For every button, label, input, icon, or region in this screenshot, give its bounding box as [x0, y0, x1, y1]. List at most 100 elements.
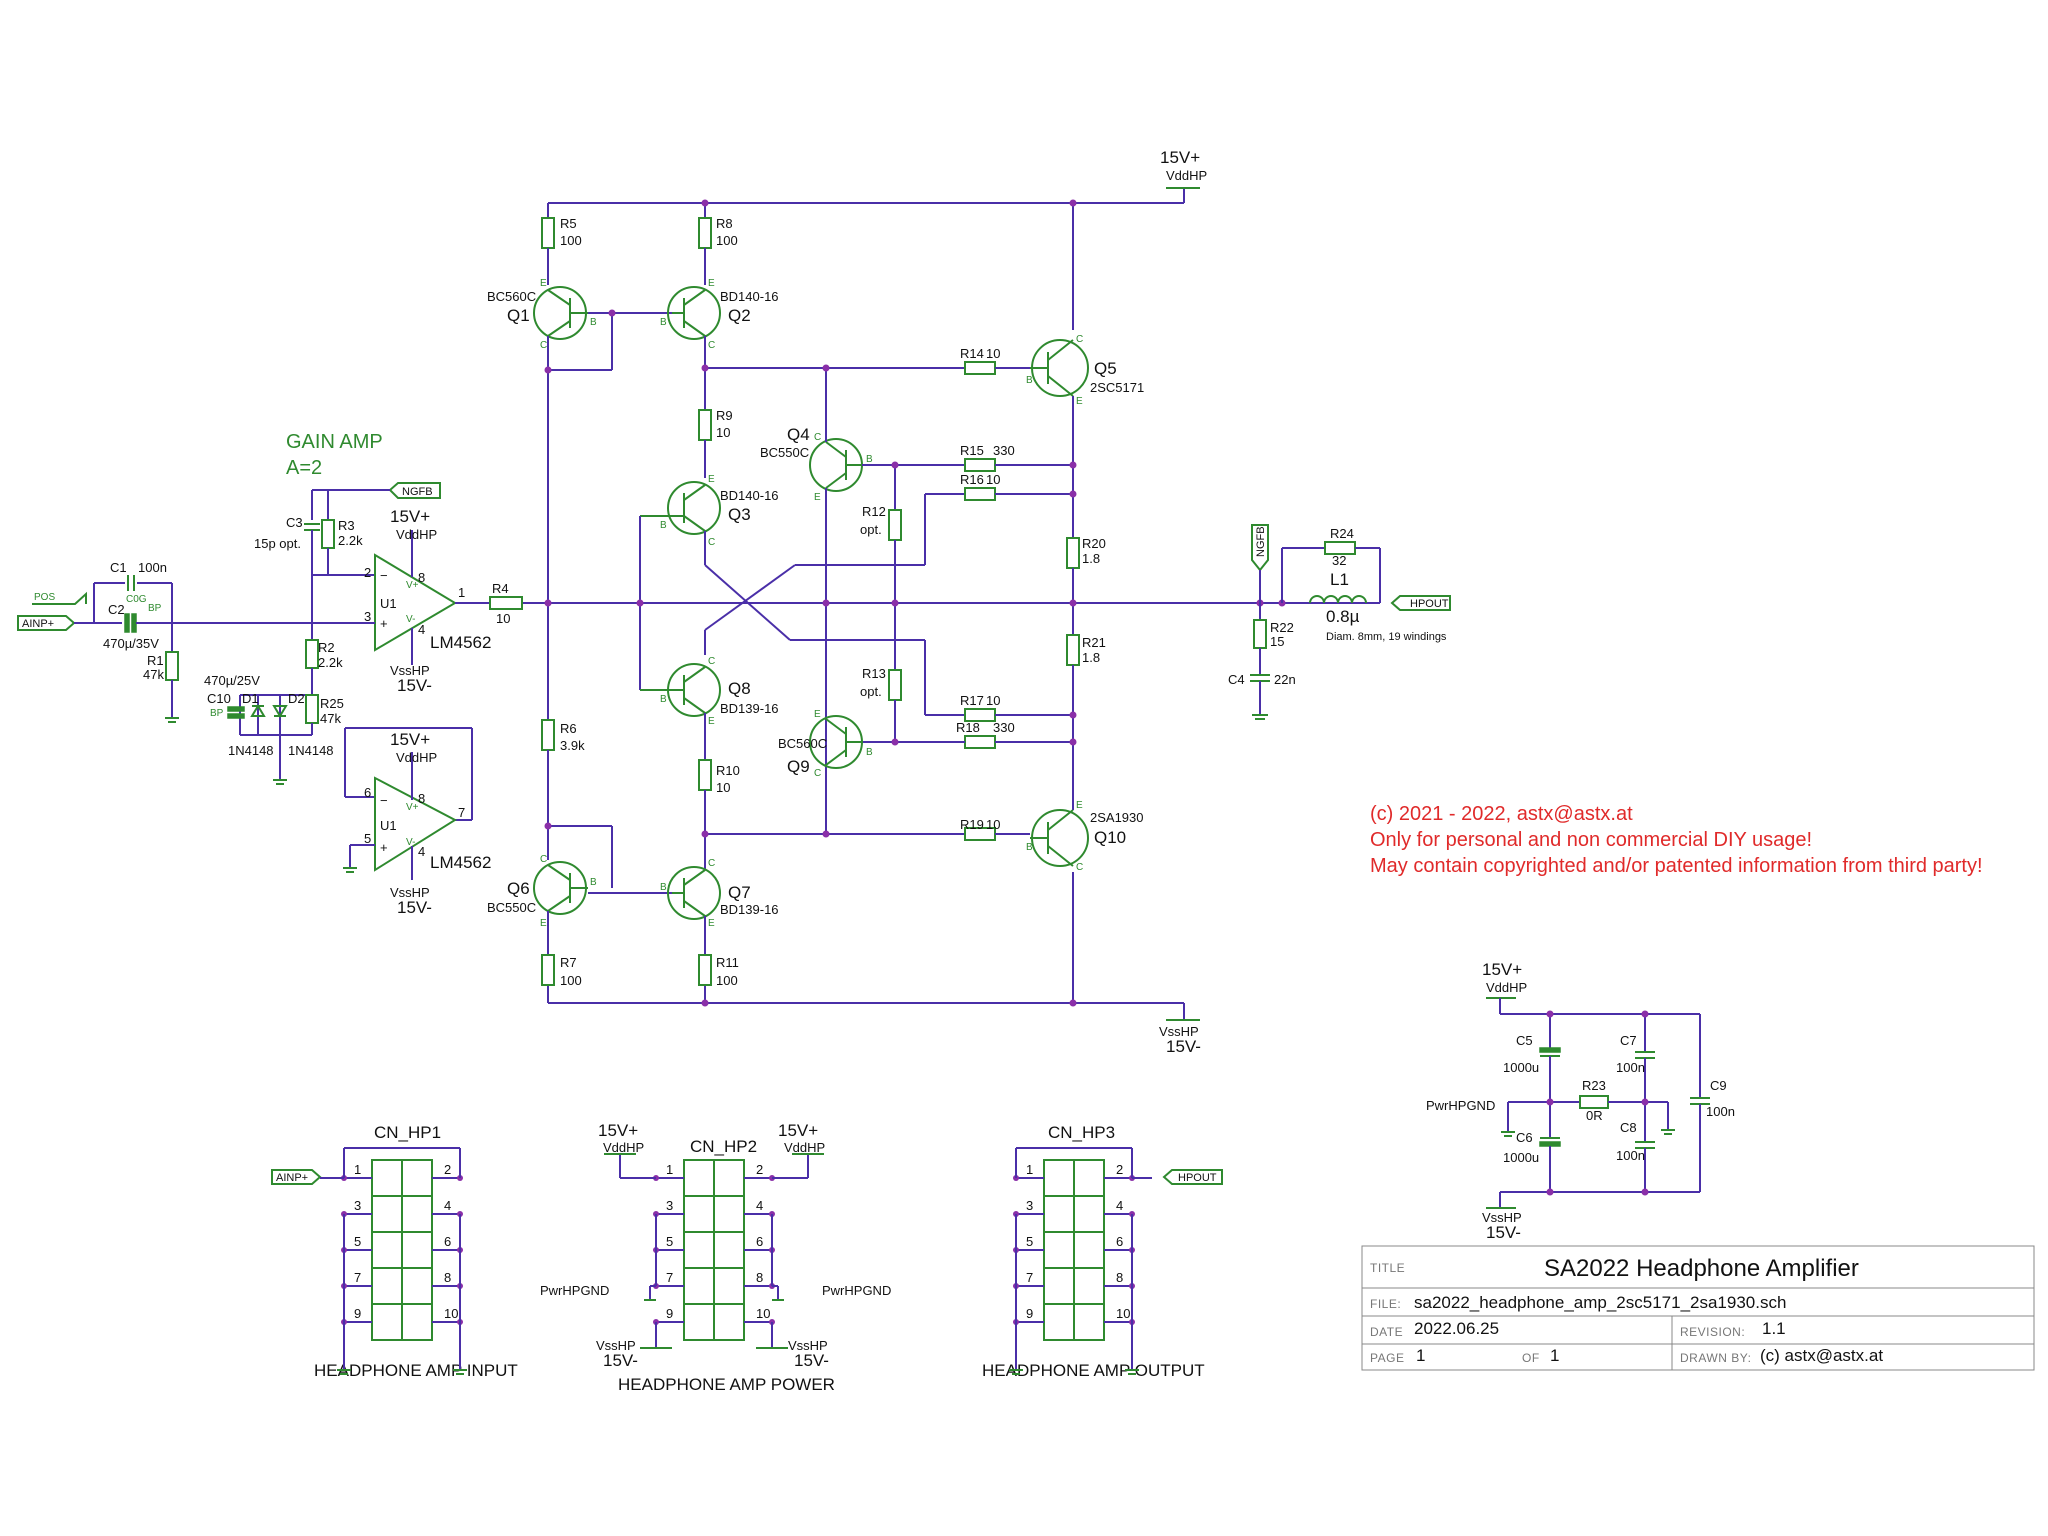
- svg-text:1000u: 1000u: [1503, 1150, 1539, 1165]
- svg-text:VddHP: VddHP: [396, 527, 437, 542]
- svg-text:2SC5171: 2SC5171: [1090, 380, 1144, 395]
- svg-text:R25: R25: [320, 696, 344, 711]
- svg-text:HEADPHONE AMP OUTPUT: HEADPHONE AMP OUTPUT: [982, 1361, 1205, 1380]
- svg-text:330: 330: [993, 443, 1015, 458]
- svg-text:7: 7: [458, 805, 465, 820]
- svg-text:U1: U1: [380, 818, 397, 833]
- svg-text:B: B: [866, 454, 873, 465]
- transistor-q9: E C B BC560C Q9: [778, 709, 873, 779]
- svg-text:R11: R11: [716, 955, 739, 970]
- pos-flag: POS: [32, 591, 87, 605]
- svg-text:R17: R17: [960, 693, 984, 708]
- svg-text:B: B: [866, 747, 873, 758]
- svg-text:100n: 100n: [1706, 1104, 1735, 1119]
- svg-text:CN_HP2: CN_HP2: [690, 1137, 757, 1156]
- title-block: TITLE SA2022 Headphone Amplifier FILE: s…: [1361, 1245, 2035, 1371]
- svg-text:C6: C6: [1516, 1130, 1533, 1145]
- svg-text:47k: 47k: [143, 667, 164, 682]
- svg-text:E: E: [814, 492, 821, 503]
- svg-text:C9: C9: [1710, 1078, 1727, 1093]
- svg-text:Q8: Q8: [728, 679, 751, 698]
- svg-text:E: E: [708, 918, 715, 929]
- svg-text:R12: R12: [862, 504, 886, 519]
- opamp-u1b: − + 6 5 7 8 4 V+ V- U1 LM4562 15V+ VddHP…: [343, 727, 491, 917]
- svg-text:1.8: 1.8: [1082, 551, 1100, 566]
- svg-text:1N4148: 1N4148: [228, 743, 274, 758]
- svg-text:BC560C: BC560C: [778, 736, 827, 751]
- svg-text:NGFB: NGFB: [1255, 526, 1267, 557]
- resistor-r12: R12 opt.: [860, 504, 902, 670]
- pin-number: 8: [1116, 1270, 1123, 1285]
- pin-number: 3: [354, 1198, 361, 1213]
- resistor-r2: R2 2.2k: [305, 639, 343, 695]
- svg-text:R9: R9: [716, 408, 733, 423]
- resistor-r15: R15 330: [960, 443, 1073, 472]
- svg-text:15V-: 15V-: [397, 898, 432, 917]
- svg-text:R5: R5: [560, 216, 577, 231]
- svg-text:−: −: [380, 568, 388, 583]
- svg-text:VssHP: VssHP: [596, 1338, 636, 1353]
- ainp-flag-main: AINP+: [17, 615, 76, 631]
- pin-number: 9: [1026, 1306, 1033, 1321]
- schematic-title: SA2022 Headphone Amplifier: [1544, 1255, 1859, 1282]
- svg-text:100: 100: [560, 233, 582, 248]
- svg-text:15V-: 15V-: [794, 1351, 829, 1370]
- resistor-r6: R6 3.9k: [541, 719, 585, 860]
- svg-text:AINP+: AINP+: [22, 618, 54, 630]
- svg-text:C4: C4: [1228, 672, 1245, 687]
- svg-text:15V-: 15V-: [397, 676, 432, 695]
- svg-text:15: 15: [1270, 634, 1284, 649]
- transistor-q4: C E B Q4 BC550C: [760, 425, 873, 503]
- capacitor-c1: C1 100n C0G: [110, 560, 172, 605]
- svg-text:BD139-16: BD139-16: [720, 902, 779, 917]
- svg-text:C: C: [814, 432, 821, 443]
- gain-amp-ratio: A=2: [286, 457, 322, 479]
- svg-text:R18: R18: [956, 720, 980, 735]
- svg-text:VssHP: VssHP: [390, 885, 430, 900]
- pin-number: 10: [444, 1306, 458, 1321]
- pin-number: 8: [444, 1270, 451, 1285]
- transistor-q7: C E B Q7 BD139-16: [660, 858, 779, 929]
- pin-number: 3: [1026, 1198, 1033, 1213]
- ngfb-left-flag: NGFB: [312, 482, 441, 499]
- svg-text:3: 3: [364, 609, 371, 624]
- svg-text:10: 10: [496, 611, 510, 626]
- transistor-q10: E C B 2SA1930 Q10: [1026, 800, 1144, 873]
- svg-text:VssHP: VssHP: [788, 1338, 828, 1353]
- resistor-r9: R9 10: [698, 408, 733, 478]
- svg-text:R14: R14: [960, 346, 984, 361]
- wires-top: [547, 188, 1185, 1020]
- power-decoupling: 15V+ VddHP C5 1000u C7 100n C9 100n PwrH…: [1426, 960, 1735, 1242]
- copyright-line: (c) 2021 - 2022, astx@astx.at: [1370, 803, 1633, 825]
- svg-text:VddHP: VddHP: [784, 1140, 825, 1155]
- svg-text:U1: U1: [380, 596, 397, 611]
- svg-text:2SA1930: 2SA1930: [1090, 810, 1144, 825]
- diode-d2: D2 1N4148: [272, 691, 334, 758]
- svg-text:B: B: [590, 317, 597, 328]
- svg-text:C: C: [1076, 862, 1083, 873]
- resistor-r16: R16 10: [960, 472, 1073, 501]
- svg-text:BP: BP: [148, 603, 162, 614]
- pin-number: 7: [666, 1270, 673, 1285]
- svg-text:Q5: Q5: [1094, 359, 1117, 378]
- resistor-r20: R20 1.8: [1066, 536, 1106, 635]
- svg-text:470µ/25V: 470µ/25V: [204, 673, 260, 688]
- svg-text:R21: R21: [1082, 635, 1106, 650]
- pin-number: 5: [666, 1234, 673, 1249]
- svg-text:2.2k: 2.2k: [318, 655, 343, 670]
- svg-text:Q4: Q4: [787, 425, 810, 444]
- bottom-power-label: VssHP 15V-: [1159, 1019, 1201, 1056]
- resistor-r25: R25 47k: [305, 694, 344, 735]
- svg-text:FILE:: FILE:: [1370, 1297, 1401, 1311]
- svg-text:100: 100: [716, 233, 738, 248]
- svg-text:B: B: [1026, 842, 1033, 853]
- svg-text:10: 10: [716, 425, 730, 440]
- resistor-r22: R22 15: [1253, 603, 1294, 675]
- svg-text:C: C: [540, 854, 547, 865]
- pin-number: 10: [1116, 1306, 1130, 1321]
- svg-text:REVISION:: REVISION:: [1680, 1325, 1745, 1339]
- svg-text:15V-: 15V-: [1486, 1223, 1521, 1242]
- hpout-flag: HPOUT: [1390, 595, 1451, 611]
